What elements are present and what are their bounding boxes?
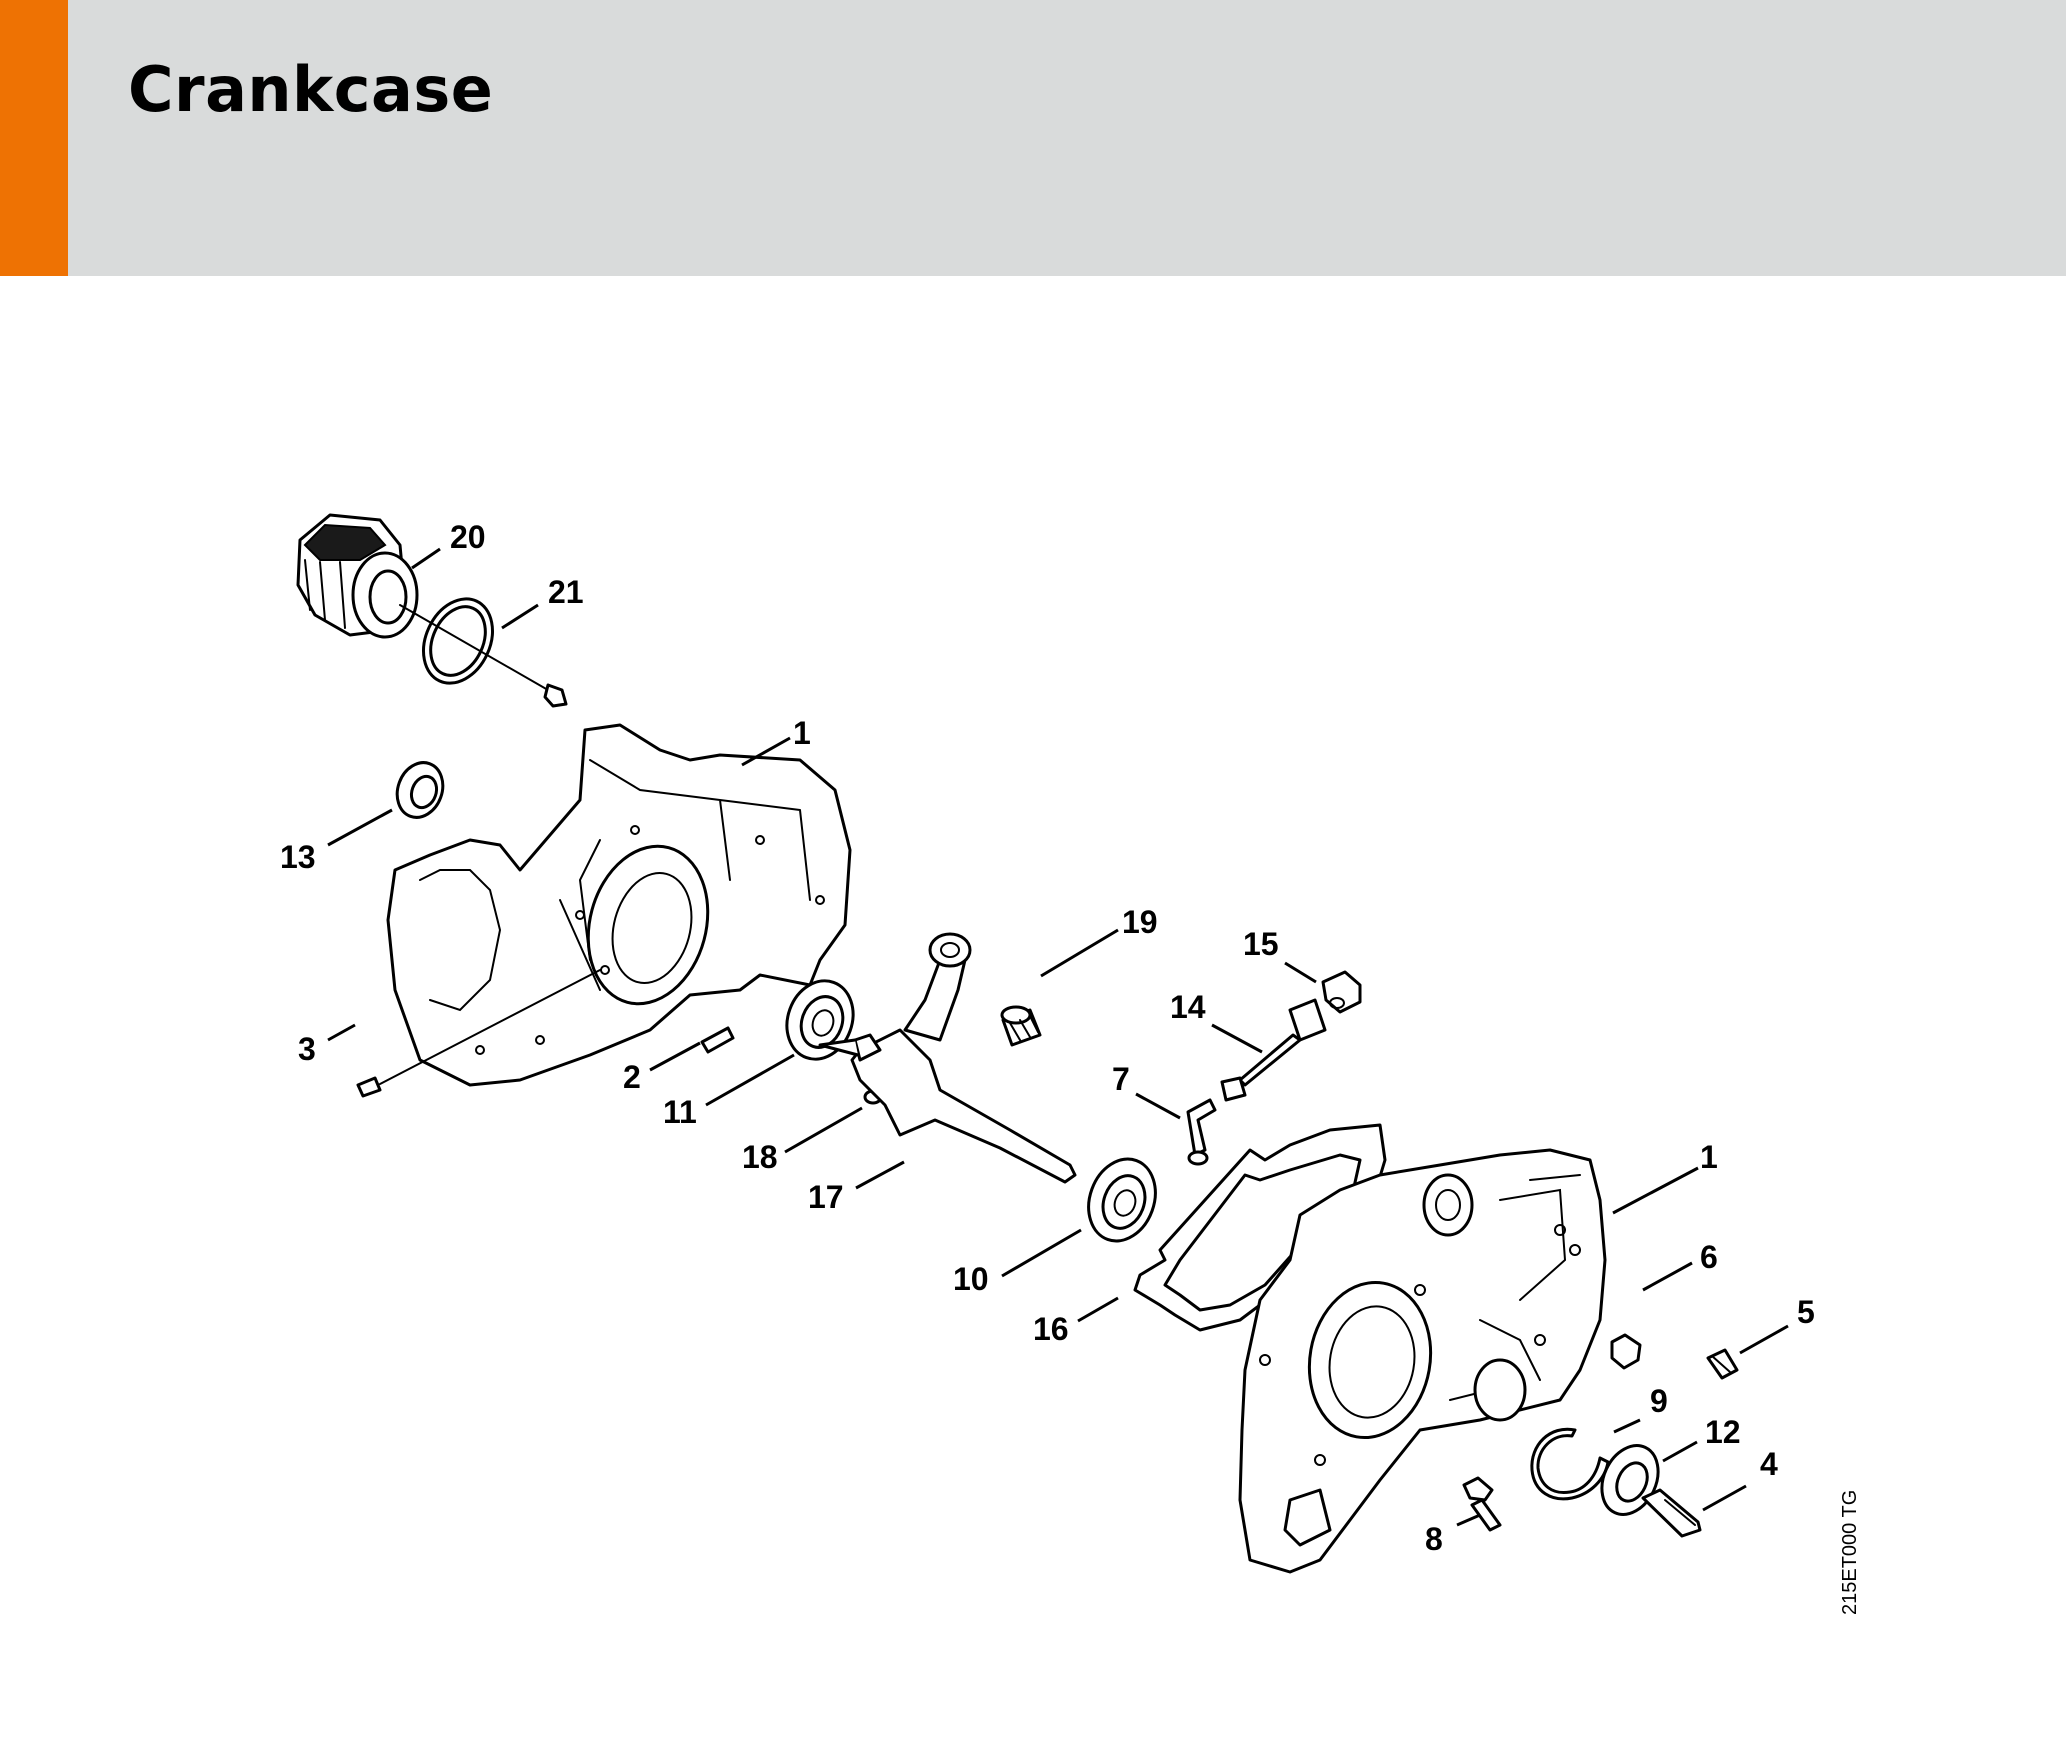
part-15-cap (1321, 970, 1362, 1014)
part-17-crankshaft (818, 932, 1077, 1184)
page-title: Crankcase (128, 53, 494, 126)
callout-12: 12 (1705, 1414, 1741, 1450)
part-8-screw (1462, 1476, 1502, 1532)
part-7-fitting (1186, 1098, 1217, 1166)
callout-4: 4 (1760, 1446, 1778, 1482)
part-11-ball-bearing (785, 979, 855, 1061)
part-13-oil-seal (395, 761, 445, 819)
callout-labels: 20 21 1 13 19 15 14 7 3 2 11 18 17 10 16… (280, 519, 1815, 1557)
part-10-ball-bearing (1087, 1157, 1157, 1243)
part-3-screw (356, 969, 601, 1098)
page-header: Crankcase (0, 0, 2066, 276)
part-1-crankcase-left (386, 723, 852, 1087)
leader-lines (327, 547, 1789, 1527)
part-20-oil-pump (296, 513, 419, 639)
part-5-stud (1706, 1348, 1739, 1380)
callout-10: 10 (953, 1261, 989, 1297)
part-16-gasket (1133, 1123, 1387, 1332)
callout-8: 8 (1425, 1521, 1443, 1557)
callout-16: 16 (1033, 1311, 1069, 1347)
callout-9: 9 (1650, 1383, 1668, 1419)
callout-11: 11 (663, 1094, 697, 1130)
callout-1-upper: 1 (793, 715, 811, 751)
callout-1-lower: 1 (1700, 1139, 1718, 1175)
accent-bar (0, 0, 68, 276)
callout-6: 6 (1700, 1239, 1718, 1275)
callout-2: 2 (623, 1059, 641, 1095)
part-2-dowel-pin (700, 1026, 735, 1054)
callout-13: 13 (280, 839, 316, 875)
callout-7: 7 (1112, 1061, 1130, 1097)
drawing-code: 215ET000 TG (1839, 1489, 1861, 1615)
callout-18: 18 (742, 1139, 778, 1175)
callout-15: 15 (1243, 926, 1279, 962)
part-19-needle-cage (1000, 1005, 1042, 1047)
part-9-circlip (1530, 1427, 1610, 1501)
callout-3: 3 (298, 1031, 316, 1067)
callout-14: 14 (1170, 989, 1206, 1025)
part-6-plug (1610, 1333, 1642, 1370)
pickup-line (399, 604, 568, 708)
callout-19: 19 (1122, 904, 1158, 940)
part-4-stud (1641, 1488, 1702, 1538)
part-1-crankcase-right (1238, 1148, 1607, 1574)
callout-5: 5 (1797, 1294, 1815, 1330)
part-14-suction-hose (1220, 998, 1327, 1102)
callout-17: 17 (808, 1179, 844, 1215)
callout-21: 21 (548, 574, 584, 610)
callout-20: 20 (450, 519, 486, 555)
part-21-o-ring (422, 597, 494, 685)
